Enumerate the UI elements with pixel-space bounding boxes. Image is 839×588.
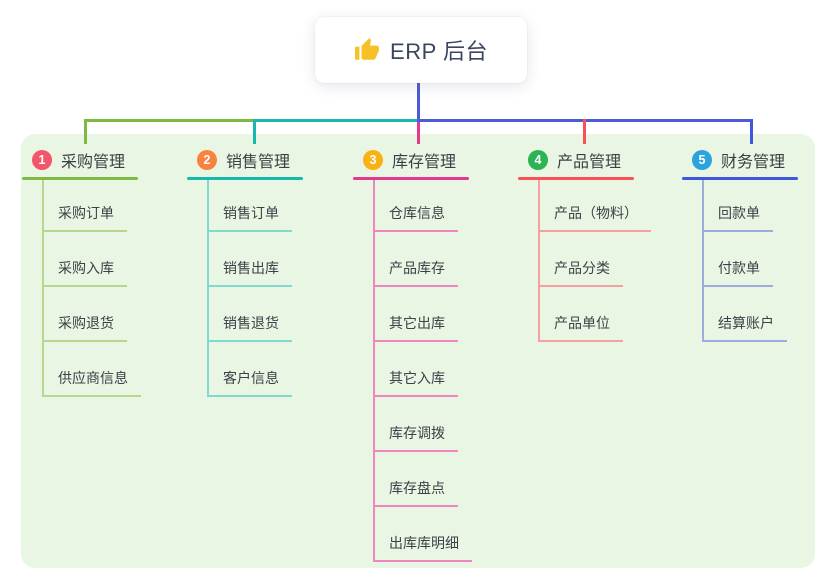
branch-label: 采购管理 <box>61 154 126 171</box>
child-node[interactable]: 销售出库 <box>207 258 292 287</box>
branch-trunk-line <box>538 180 540 342</box>
branches-panel <box>21 134 815 568</box>
branch-title[interactable]: 1 采购管理 <box>32 148 125 172</box>
branch-number-badge: 3 <box>363 150 383 170</box>
child-node[interactable]: 客户信息 <box>207 368 292 397</box>
branch-label: 产品管理 <box>557 154 622 171</box>
child-node[interactable]: 销售订单 <box>207 203 292 232</box>
branch-title[interactable]: 3 库存管理 <box>363 148 456 172</box>
branch-label: 销售管理 <box>226 154 291 171</box>
root-node[interactable]: ERP 后台 <box>315 17 527 83</box>
branch-drop-line <box>750 119 753 144</box>
branch-title[interactable]: 4 产品管理 <box>528 148 621 172</box>
child-node[interactable]: 其它入库 <box>373 368 458 397</box>
branch-title[interactable]: 5 财务管理 <box>692 148 785 172</box>
child-node[interactable]: 结算账户 <box>702 313 787 342</box>
connector-mid-segment <box>253 119 417 122</box>
child-node[interactable]: 仓库信息 <box>373 203 458 232</box>
child-node[interactable]: 销售退货 <box>207 313 292 342</box>
branch-trunk-line <box>42 180 44 397</box>
branch-underline <box>22 177 138 180</box>
branch-trunk-line <box>702 180 704 342</box>
child-node[interactable]: 产品单位 <box>538 313 623 342</box>
child-node[interactable]: 库存调拨 <box>373 423 458 452</box>
root-node-label: ERP 后台 <box>390 39 488 64</box>
branch-underline <box>187 177 303 180</box>
thumbs-up-icon <box>354 37 380 63</box>
child-node[interactable]: 出库库明细 <box>373 533 472 562</box>
branch-number-badge: 5 <box>692 150 712 170</box>
child-node[interactable]: 供应商信息 <box>42 368 141 397</box>
child-node[interactable]: 采购订单 <box>42 203 127 232</box>
branch-trunk-line <box>207 180 209 397</box>
branch-drop-line <box>84 119 87 144</box>
branch-label: 财务管理 <box>721 154 786 171</box>
child-node[interactable]: 产品（物料） <box>538 203 651 232</box>
child-node[interactable]: 回款单 <box>702 203 773 232</box>
branch-underline <box>518 177 634 180</box>
child-node[interactable]: 其它出库 <box>373 313 458 342</box>
child-node[interactable]: 库存盘点 <box>373 478 458 507</box>
branch-drop-line <box>253 119 256 144</box>
root-stem-line <box>417 83 420 122</box>
child-node[interactable]: 采购退货 <box>42 313 127 342</box>
branch-underline <box>682 177 798 180</box>
child-node[interactable]: 付款单 <box>702 258 773 287</box>
branch-number-badge: 2 <box>197 150 217 170</box>
branch-underline <box>353 177 469 180</box>
branch-number-badge: 4 <box>528 150 548 170</box>
branch-trunk-line <box>373 180 375 562</box>
branch-number-badge: 1 <box>32 150 52 170</box>
branch-title[interactable]: 2 销售管理 <box>197 148 290 172</box>
connector-left-segment <box>84 119 253 122</box>
child-node[interactable]: 采购入库 <box>42 258 127 287</box>
child-node[interactable]: 产品分类 <box>538 258 623 287</box>
branch-drop-line <box>583 119 586 144</box>
child-node[interactable]: 产品库存 <box>373 258 458 287</box>
branch-label: 库存管理 <box>392 154 457 171</box>
branch-drop-line <box>417 122 420 144</box>
